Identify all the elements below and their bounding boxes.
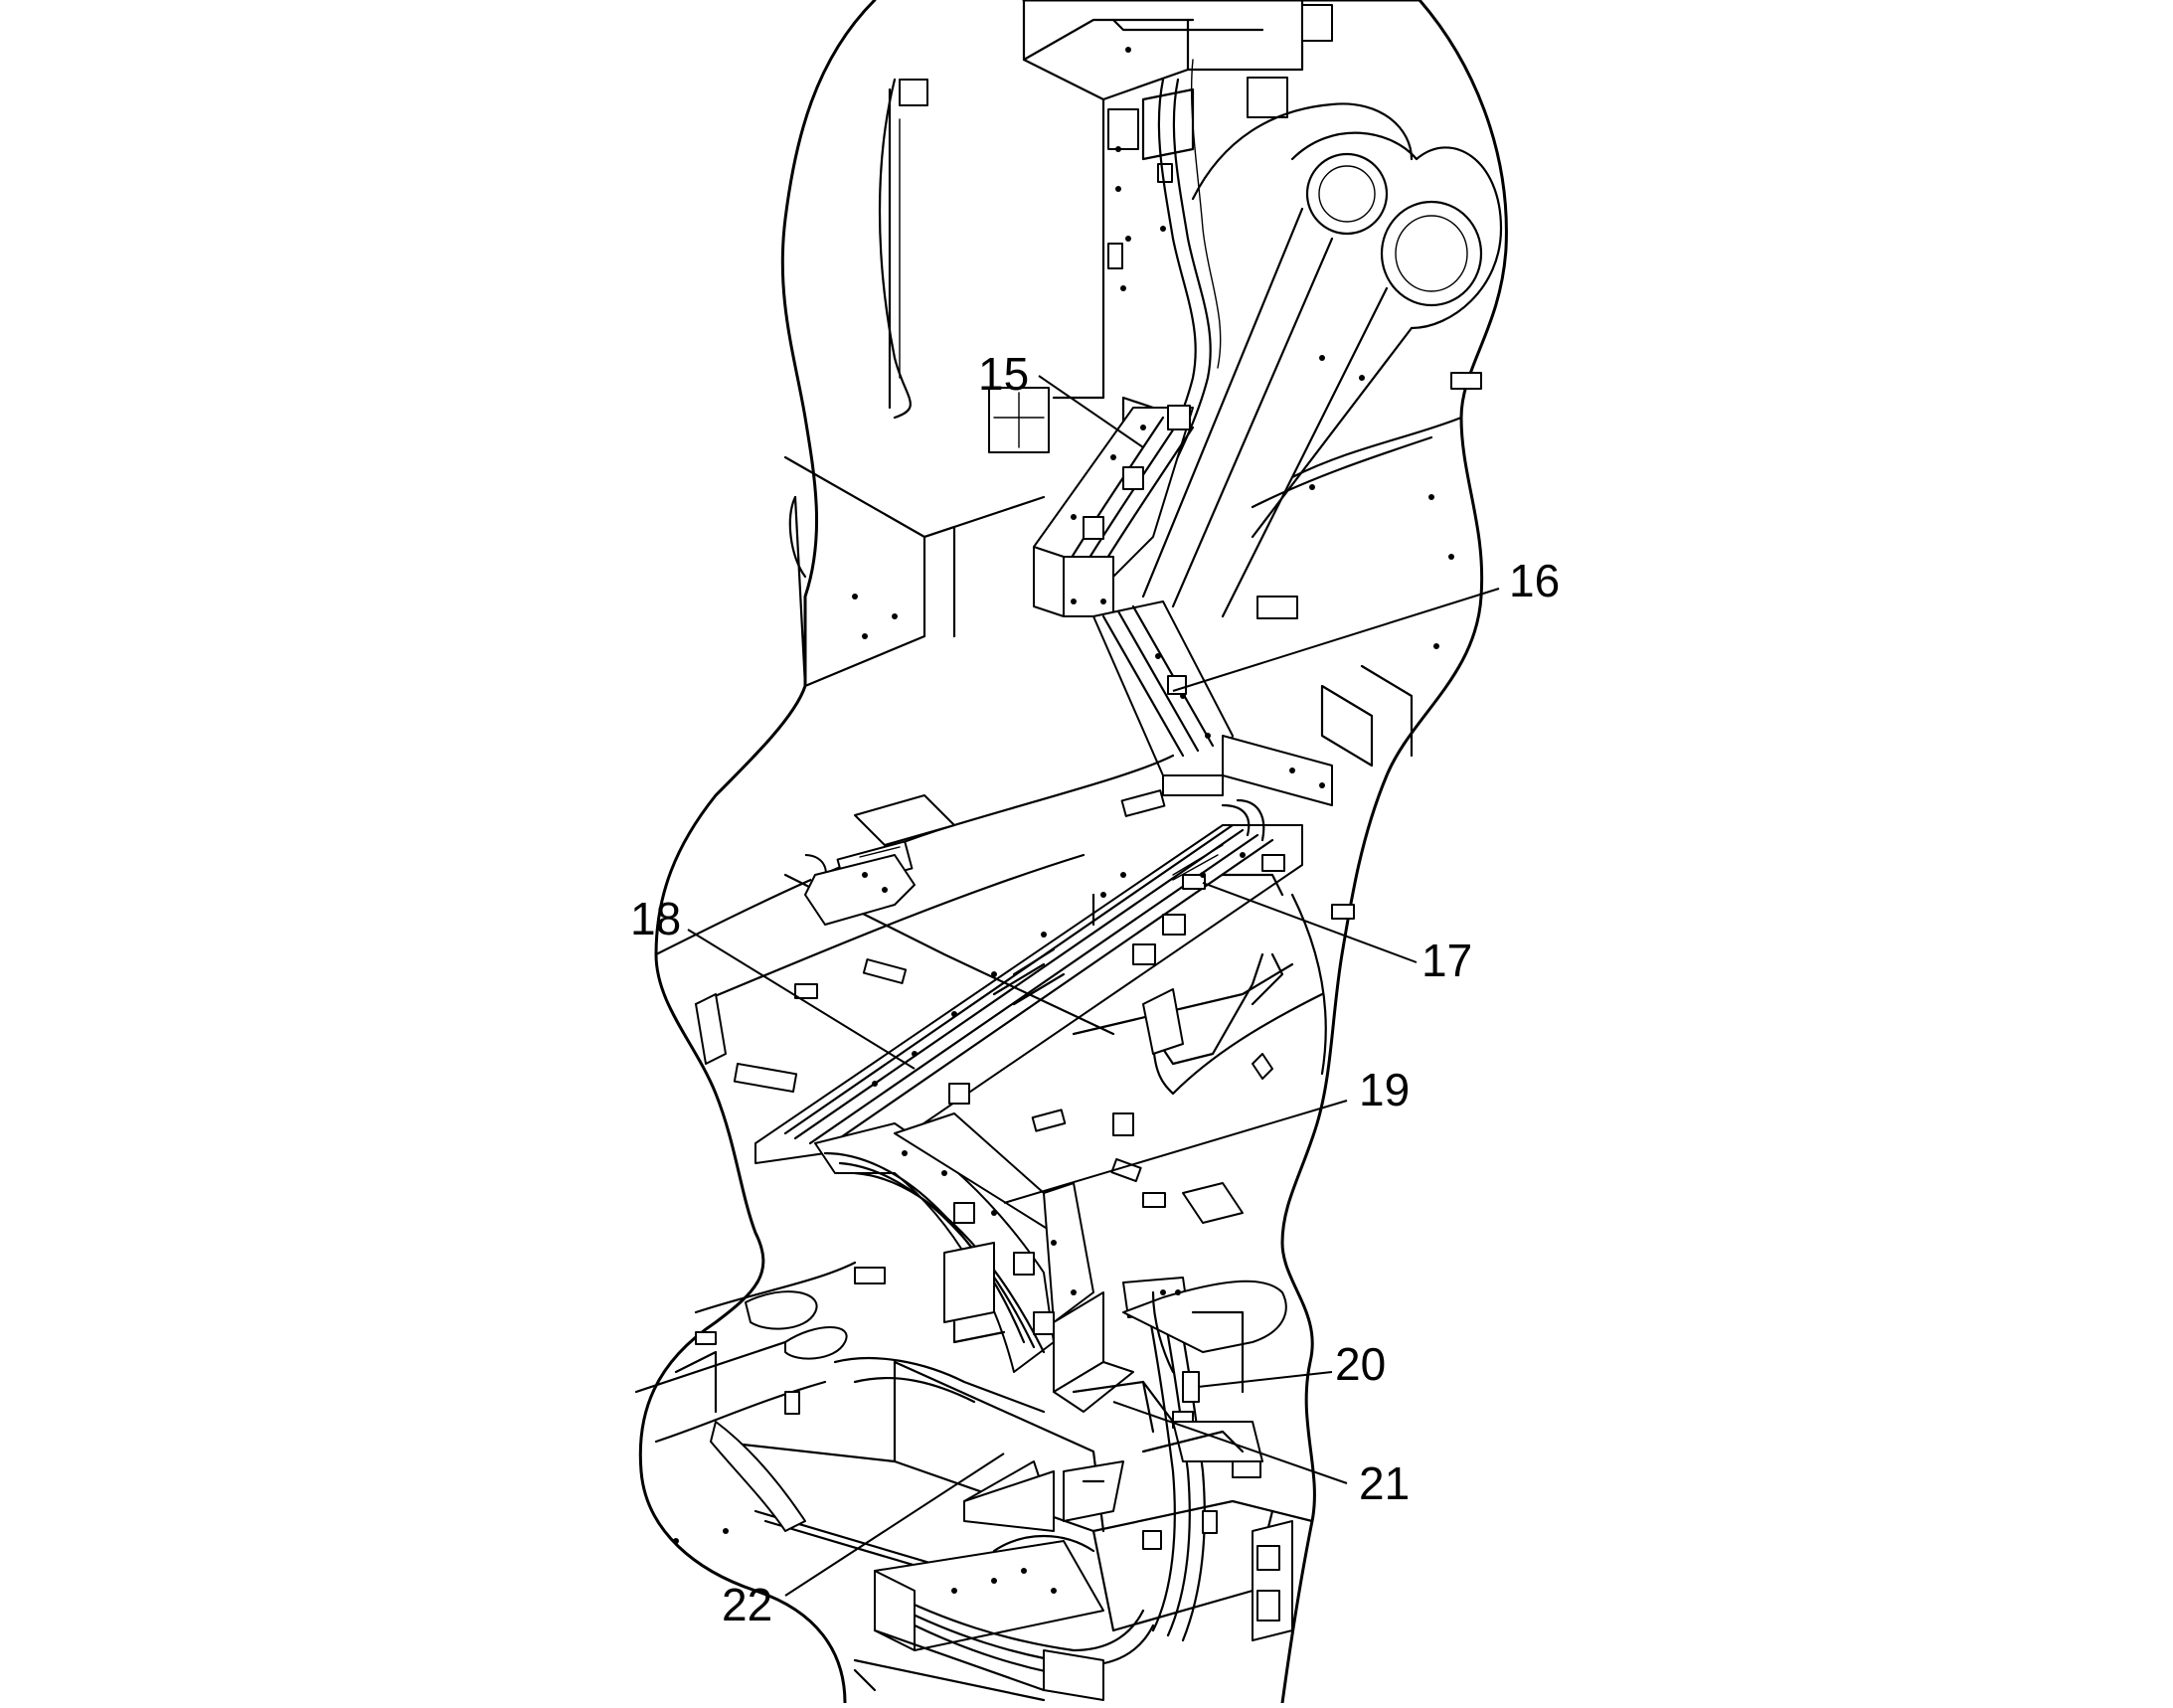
callout-15: 15 (978, 348, 1029, 400)
leader-21 (1112, 1401, 1348, 1484)
cab-module (878, 0, 1333, 420)
cutaway-outline (1022, 0, 1508, 1705)
leader-15 (1038, 375, 1144, 448)
leader-16 (1172, 588, 1500, 692)
callout-22: 22 (722, 1579, 772, 1630)
callout-leaders (687, 375, 1500, 1597)
callout-16: 16 (1509, 555, 1560, 606)
cutaway-outline-left (638, 0, 877, 1705)
item-15-upper-harness (1033, 59, 1222, 617)
leader-20 (1197, 1371, 1333, 1388)
leader-19 (1003, 1100, 1348, 1204)
callout-18: 18 (630, 893, 681, 944)
callout-20: 20 (1335, 1338, 1386, 1390)
callout-21: 21 (1359, 1457, 1410, 1509)
leader-22 (784, 1452, 1005, 1597)
lower-base-frame (634, 1261, 1314, 1702)
floor-plates (654, 754, 1355, 1224)
item-16-diagonal-duct (1092, 600, 1333, 806)
left-frame-section (783, 387, 1050, 688)
boom-foot-towers (1141, 102, 1503, 768)
callout-17: 17 (1421, 935, 1472, 986)
leader-17 (1202, 882, 1418, 963)
item-17-18-channel (754, 798, 1303, 1164)
item-20-21-vertical-harness (1072, 1277, 1287, 1642)
item-19-elbow-duct (814, 1112, 1134, 1413)
leader-18 (687, 929, 916, 1070)
callout-19: 19 (1359, 1064, 1410, 1115)
callout-labels: 15 16 17 18 19 20 21 22 (630, 348, 1560, 1630)
